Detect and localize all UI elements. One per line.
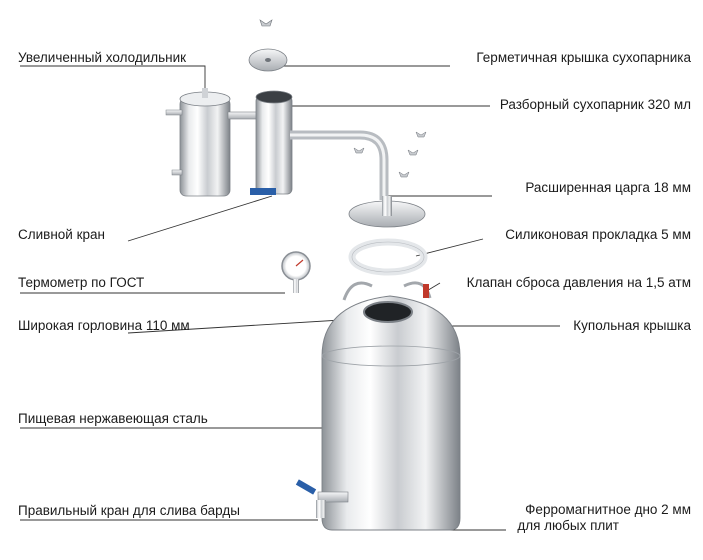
label-dome-lid: Купольная крышка bbox=[573, 318, 691, 334]
connector-pipe bbox=[228, 112, 258, 119]
label-sealed-lid: Герметичная крышка сухопарника bbox=[476, 50, 691, 66]
label-column: Расширенная царга 18 мм bbox=[525, 180, 691, 196]
sealed-lid-part bbox=[249, 49, 287, 71]
label-food-steel: Пищевая нержавеющая сталь bbox=[18, 411, 208, 427]
label-cooler: Увеличенный холодильник bbox=[18, 50, 186, 66]
label-wide-neck: Широкая горловина 110 мм bbox=[18, 318, 190, 334]
gasket-part bbox=[352, 242, 424, 272]
tank-body bbox=[296, 283, 460, 530]
label-bottom-line2: для любых плит bbox=[517, 518, 619, 534]
label-relief-valve: Клапан сброса давления на 1,5 атм bbox=[467, 275, 691, 291]
thermometer-icon bbox=[282, 252, 310, 293]
label-drain-valve: Сливной кран bbox=[18, 227, 105, 243]
cooler-part bbox=[166, 88, 230, 196]
label-gasket: Силиконовая прокладка 5 мм bbox=[505, 227, 691, 243]
drain-valve-handle bbox=[250, 188, 276, 195]
label-dry-steamer: Разборный сухопарник 320 мл bbox=[500, 97, 691, 113]
leader-drain-valve bbox=[128, 196, 272, 241]
label-bottom-line1: Ферромагнитное дно 2 мм bbox=[525, 502, 691, 518]
label-stillage-tap: Правильный кран для слива барды bbox=[18, 503, 240, 519]
label-thermometer: Термометр по ГОСТ bbox=[18, 275, 144, 291]
column-flange-part bbox=[349, 196, 425, 227]
leader-cooler bbox=[20, 66, 205, 95]
dry-steamer-part bbox=[250, 91, 292, 195]
wing-nut-icon bbox=[260, 20, 272, 26]
